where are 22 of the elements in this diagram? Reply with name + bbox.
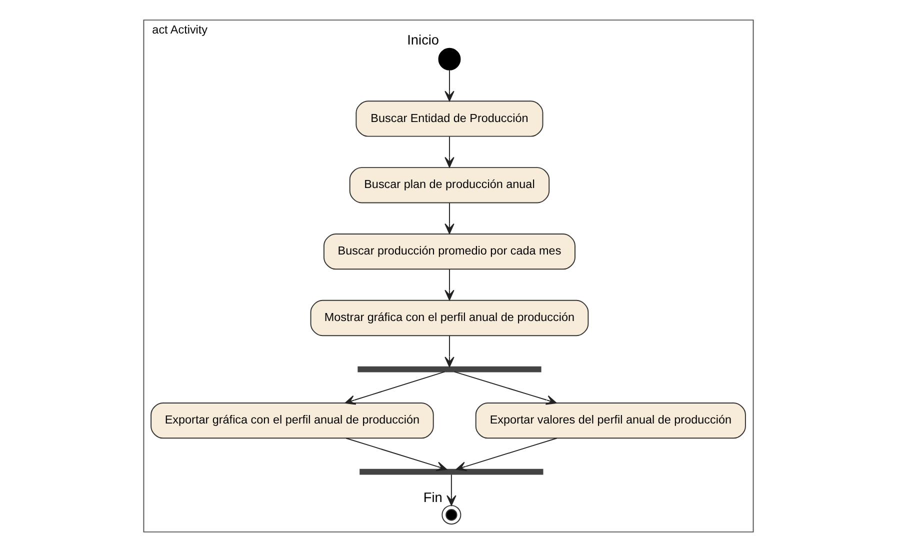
node-box: Exportar valores del perfil anual de producción <box>475 402 746 439</box>
node-bar <box>360 468 544 475</box>
node-box: Buscar plan de producción anual <box>349 167 550 204</box>
node-box: Buscar Entidad de Producción <box>356 100 544 137</box>
node-circle <box>442 505 462 525</box>
arrow <box>444 335 454 368</box>
arrow <box>346 438 448 472</box>
node-box: Buscar producción promedio por cada mes <box>323 234 576 270</box>
node-label: Fin <box>423 490 442 505</box>
node-label: Inicio <box>407 32 440 48</box>
node-box: Mostrar gráfica con el perfil anual de producción <box>310 300 589 336</box>
arrow <box>444 269 454 300</box>
arrow <box>444 136 454 168</box>
node-bar <box>358 366 542 372</box>
arrow <box>456 438 558 472</box>
arrow <box>444 69 454 102</box>
arrow <box>446 474 456 506</box>
node-box: Exportar gráfica con el perfil anual de producción <box>150 402 434 439</box>
arrow <box>344 371 446 405</box>
arrow <box>454 371 557 405</box>
arrow <box>444 202 454 234</box>
node-circle <box>438 48 461 70</box>
